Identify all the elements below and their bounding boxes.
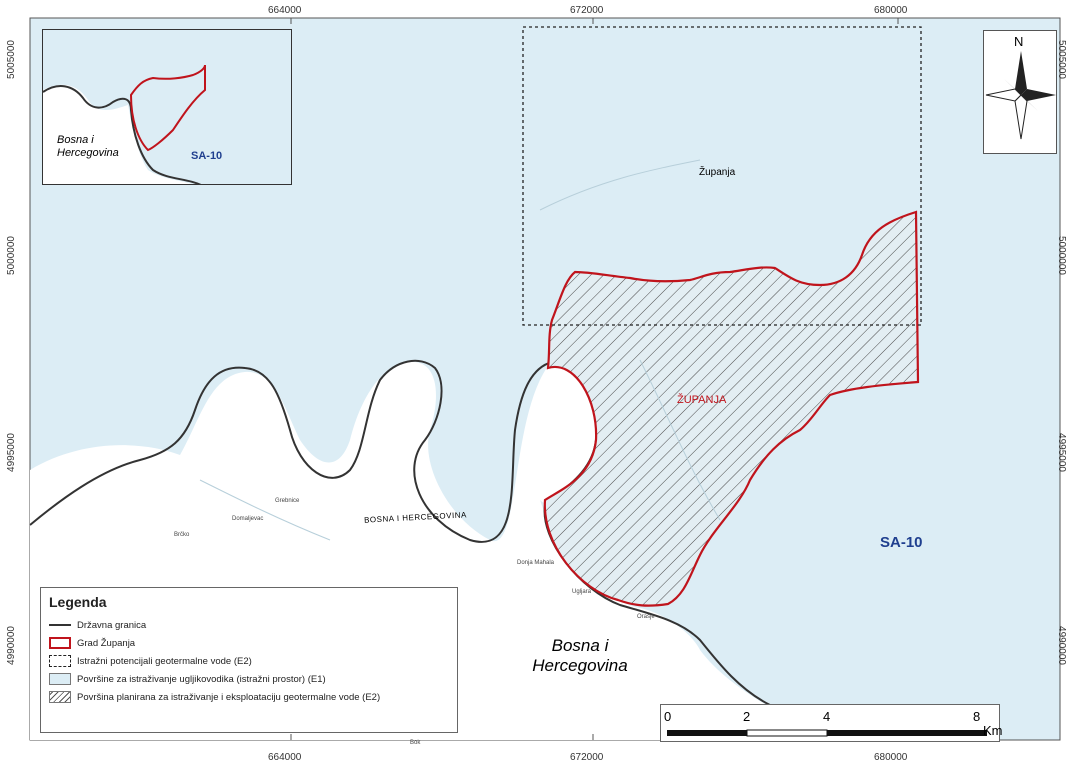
y-tick-left-2: 5000000 — [5, 236, 17, 275]
legend-item-hydrocarbon: Površine za istraživanje ugljikovodika (… — [49, 670, 449, 688]
legend-item-state-border: Državna granica — [49, 616, 449, 634]
scale-tick-8: 8 — [973, 709, 981, 724]
legend-label: Površina planirana za istraživanje i eks… — [77, 691, 381, 703]
x-tick-top-2: 672000 — [570, 5, 604, 16]
scale-unit: Km — [983, 723, 1003, 738]
legend-swatch-red — [49, 637, 71, 649]
legend-item-city: Grad Županja — [49, 634, 449, 652]
label-bih-main-line1: Bosna i — [551, 636, 609, 655]
compass-rose-icon — [985, 51, 1056, 140]
x-tick-bottom-3: 680000 — [874, 752, 908, 763]
legend-label: Grad Županja — [77, 637, 136, 649]
inset-border-line — [43, 85, 201, 184]
scale-tick-0: 0 — [664, 709, 672, 724]
scale-bar: 0 2 4 8 Km — [660, 704, 1003, 742]
label-brcko: Brčko — [174, 532, 190, 538]
legend: Legenda Državna granica Grad Županja Ist… — [40, 587, 458, 733]
label-bih-main-line2: Hercegovina — [532, 656, 628, 675]
legend-label: Istražni potencijali geotermalne vode (E… — [77, 655, 252, 667]
inset-zupanja-boundary — [129, 64, 206, 152]
label-domaljevac: Domaljevac — [232, 516, 264, 522]
road-line — [199, 479, 331, 541]
scale-bar-graphic — [667, 729, 987, 737]
y-tick-right-4: 4990000 — [1055, 626, 1067, 665]
label-donja-mahala: Donja Mahala — [517, 560, 555, 566]
inset-bih-territory — [43, 84, 193, 184]
north-arrow: N — [983, 30, 1057, 154]
legend-swatch-blue — [49, 673, 71, 685]
inset-map: Bosna i Hercegovina SA-10 — [42, 29, 292, 185]
legend-item-geothermal-potential: Istražni potencijali geotermalne vode (E… — [49, 652, 449, 670]
label-ugljara: Ugljara — [572, 589, 592, 595]
legend-title: Legenda — [49, 594, 107, 610]
label-zupanja-town: Županja — [699, 167, 736, 178]
legend-swatch-line — [49, 624, 71, 626]
legend-swatch-hatch — [49, 691, 71, 703]
label-sa10: SA-10 — [880, 534, 923, 551]
y-tick-left-4: 4990000 — [5, 626, 17, 665]
y-tick-left-1: 5005000 — [5, 40, 17, 79]
scale-tick-2: 2 — [743, 709, 751, 724]
legend-label: Državna granica — [77, 619, 147, 631]
legend-label: Površine za istraživanje ugljikovodika (… — [77, 673, 326, 685]
zupanja-boundary — [543, 210, 920, 607]
y-tick-left-3: 4995000 — [5, 433, 17, 472]
y-tick-right-2: 5000000 — [1055, 236, 1067, 275]
scale-tick-4: 4 — [823, 709, 831, 724]
legend-swatch-dotted — [49, 655, 71, 667]
north-label: N — [1014, 34, 1024, 49]
geothermal-potential-area — [522, 26, 922, 326]
label-bih-main: Bosna i Hercegovina — [530, 636, 630, 676]
legend-item-geothermal-planned: Površina planirana za istraživanje i eks… — [49, 688, 449, 706]
x-tick-bottom-2: 672000 — [570, 752, 604, 763]
label-zupanja-city: ŽUPANJA — [677, 394, 727, 406]
inset-region-label: SA-10 — [191, 150, 223, 162]
inset-country-label: Bosna i Hercegovina — [57, 134, 119, 159]
inset-svg — [43, 64, 206, 184]
x-tick-top-3: 680000 — [874, 5, 908, 16]
road-line — [639, 359, 721, 521]
x-tick-top-1: 664000 — [268, 5, 302, 16]
road-line — [539, 159, 701, 211]
label-orasje: Orašje — [637, 614, 655, 620]
x-tick-bottom-1: 664000 — [268, 752, 302, 763]
y-tick-right-3: 4995000 — [1055, 433, 1067, 472]
label-bok: Bok — [410, 740, 421, 746]
label-grebnice: Grebnice — [275, 498, 300, 504]
